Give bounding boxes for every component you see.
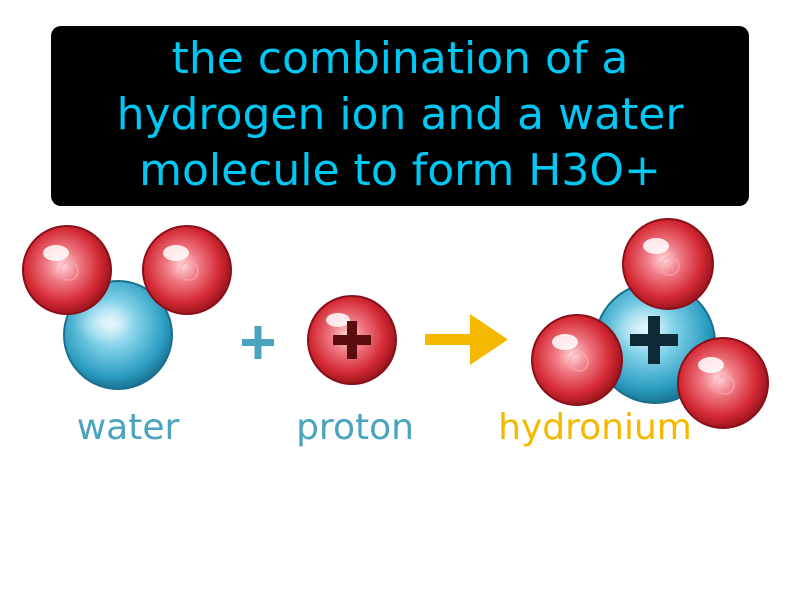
hydronium-hydrogen-atom-right-icon	[677, 337, 769, 429]
definition-line-3: molecule to form H3O+	[139, 145, 661, 196]
definition-box: the combination of a hydrogen ion and a …	[51, 26, 749, 206]
proton-charge-icon	[333, 321, 371, 359]
definition-line-2: hydrogen ion and a water	[116, 89, 684, 140]
hydronium-hydrogen-atom-left-icon	[531, 314, 623, 406]
hydronium-label: hydronium	[498, 407, 692, 448]
proton-icon	[307, 295, 397, 385]
water-molecule-icon	[22, 225, 232, 390]
reaction-illustration	[22, 218, 769, 429]
proton-label: proton	[296, 407, 414, 448]
hydronium-hydrogen-atom-top-icon	[622, 218, 714, 310]
plus-icon	[242, 326, 274, 359]
right-arrow-icon	[425, 314, 508, 365]
water-label: water	[76, 407, 180, 448]
water-hydrogen-atom-right-icon	[142, 225, 232, 315]
definition-line-1: the combination of a	[171, 33, 629, 84]
reaction-diagram: water proton hydronium	[0, 210, 800, 490]
hydronium-charge-icon	[630, 316, 678, 364]
hydronium-molecule-icon	[531, 218, 769, 429]
water-hydrogen-atom-left-icon	[22, 225, 112, 315]
